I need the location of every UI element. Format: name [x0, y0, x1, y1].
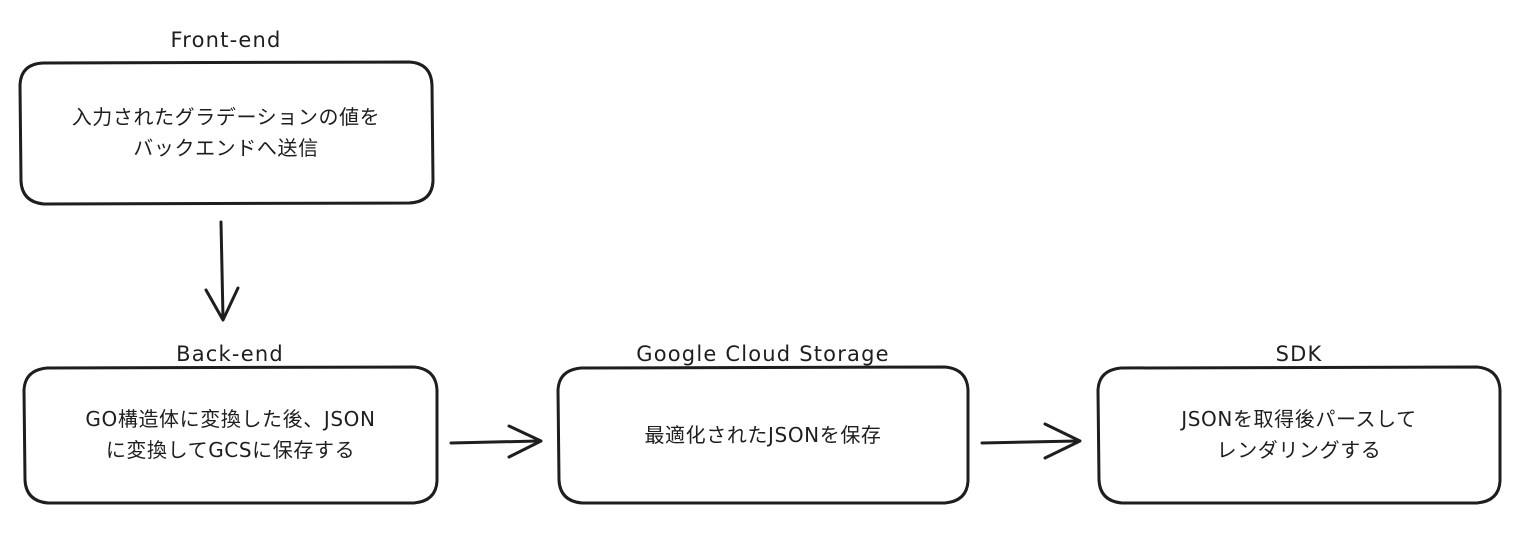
node-text-line: GO構造体に変換した後、JSON: [85, 407, 376, 431]
node-text-line: 入力されたグラデーションの値を: [71, 105, 381, 129]
node-label-back-end: Back-end: [176, 342, 284, 366]
node-label-google-cloud-storage: Google Cloud Storage: [636, 342, 890, 366]
node-label-front-end: Front-end: [170, 28, 282, 52]
node-text-line: に変換してGCSに保存する: [105, 438, 356, 462]
node-text-line: 最適化されたJSONを保存: [644, 422, 882, 447]
node-label-sdk: SDK: [1275, 342, 1323, 366]
arrow-back-end-to-gcs: [449, 424, 543, 459]
node-text-back-end[interactable]: GO構造体に変換した後、JSON に変換してGCSに保存する: [24, 367, 437, 503]
node-text-line: JSONを取得後パースして: [1181, 407, 1417, 431]
node-shape-back-end[interactable]: [22, 365, 439, 505]
arrow-gcs-to-sdk: [980, 422, 1082, 460]
node-text-sdk[interactable]: JSONを取得後パースして レンダリングする: [1098, 367, 1500, 503]
node-text-line: レンダリングする: [1216, 438, 1382, 462]
node-shape-sdk[interactable]: [1096, 365, 1502, 505]
node-shape-front-end[interactable]: [18, 60, 435, 206]
node-text-line: バックエンドへ送信: [133, 136, 319, 160]
node-text-front-end[interactable]: 入力されたグラデーションの値を バックエンドへ送信: [20, 62, 432, 204]
node-text-google-cloud-storage[interactable]: 最適化されたJSONを保存: [558, 367, 968, 503]
node-shape-google-cloud-storage[interactable]: [556, 365, 970, 505]
arrow-front-end-to-back-end: [204, 220, 240, 322]
